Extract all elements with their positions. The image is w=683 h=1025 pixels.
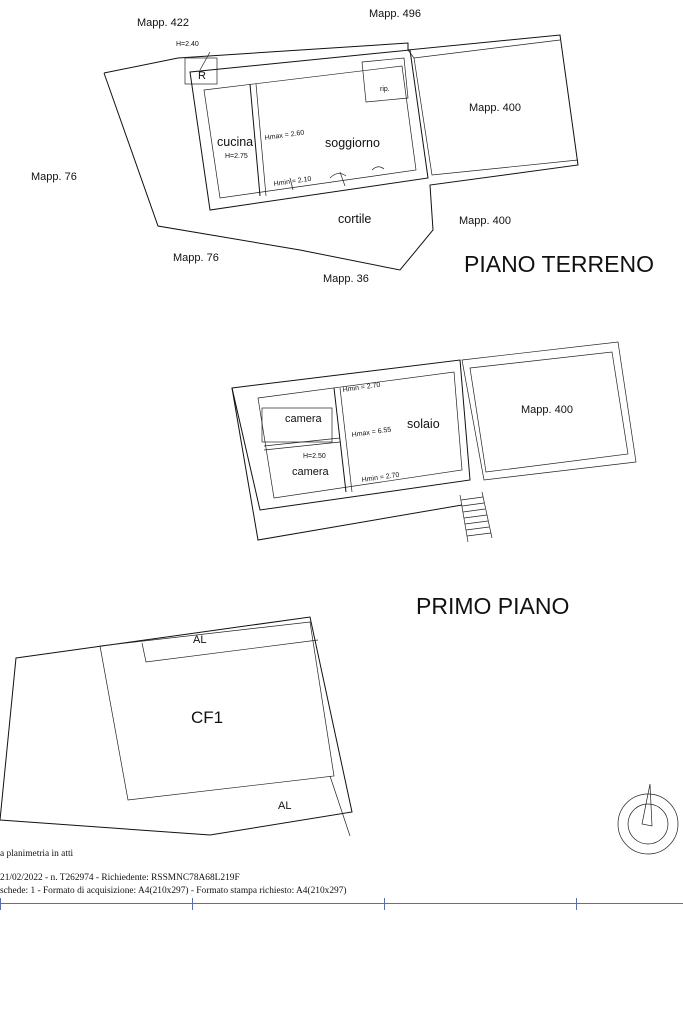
height-label: Hmin = 2.70	[342, 382, 381, 394]
room-label: soggiorno	[325, 136, 380, 150]
height-label: H=2.75	[225, 153, 248, 160]
floor-title: PIANO TERRENO	[464, 251, 654, 277]
footer-note: a planimetria in atti	[0, 849, 74, 859]
parcel-label: Mapp. 400	[459, 215, 511, 227]
footer-request: 21/02/2022 - n. T262974 - Richiedente: R…	[0, 873, 240, 883]
bottom-rule	[0, 903, 683, 904]
room-label: solaio	[407, 417, 440, 431]
height-label: Hmin = 2.10	[273, 176, 312, 188]
site-plan	[0, 616, 353, 837]
room-label: cortile	[338, 212, 371, 226]
room-label: rip.	[380, 86, 390, 93]
rule-tick	[576, 898, 577, 910]
height-label: Hmax = 6.55	[351, 426, 392, 438]
height-label: H=2.50	[303, 453, 326, 460]
parcel-label: Mapp. 76	[31, 171, 77, 183]
site-label: AL	[193, 634, 206, 646]
footer-format: schede: 1 - Formato di acquisizione: A4(…	[0, 886, 347, 896]
rule-tick	[384, 898, 385, 910]
staircase	[459, 491, 493, 543]
parcel-label: Mapp. 36	[323, 273, 369, 285]
room-label: R	[198, 70, 206, 82]
floor-title: PRIMO PIANO	[416, 593, 569, 619]
height-label: H=2.40	[176, 41, 199, 48]
room-label: camera	[292, 466, 330, 478]
parcel-label: Mapp. 400	[521, 404, 573, 416]
site-label: CF1	[191, 708, 223, 727]
room-label: cucina	[217, 135, 253, 149]
first-floor-plan	[231, 341, 637, 543]
room-label: camera	[285, 413, 323, 425]
parcel-label: Mapp. 76	[173, 252, 219, 264]
north-arrow-icon	[617, 783, 679, 855]
parcel-label: Mapp. 496	[369, 8, 421, 20]
parcel-label: Mapp. 422	[137, 17, 189, 29]
height-label: Hmax = 2.60	[264, 129, 305, 141]
rule-tick	[0, 898, 1, 910]
site-label: AL	[278, 800, 291, 812]
parcel-label: Mapp. 400	[469, 102, 521, 114]
rule-tick	[192, 898, 193, 910]
ground-floor-plan	[103, 34, 579, 271]
